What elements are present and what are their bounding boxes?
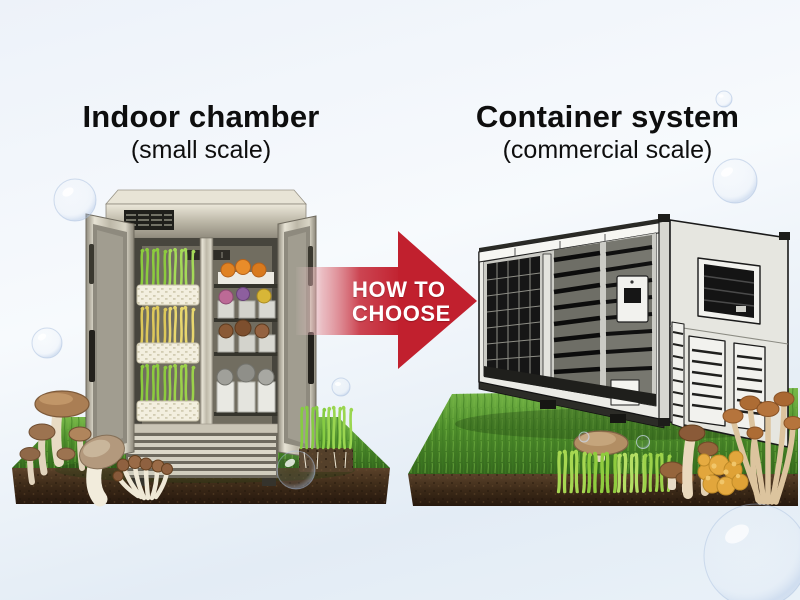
soap-bubble [712,158,758,204]
right-door-open [277,215,317,459]
left-panel-subtitle: (small scale) [130,136,272,164]
grow-rack-bay-3 [605,235,653,406]
soap-bubble [331,377,351,397]
how-to-choose-arrow [296,231,477,369]
right-panel-title: Container system [475,99,740,134]
oyster-mushroom [79,434,125,507]
sprout-baskets [136,247,200,422]
louver-vent-center [688,335,726,427]
top-vent-grille [124,210,174,230]
soap-bubble [53,178,97,222]
soap-bubble [636,435,650,449]
left-flora [19,390,355,507]
arrow-label: HOW TO CHOOSE [352,278,451,326]
right-panel-subtitle: (commercial scale) [502,136,713,164]
indoor-chamber-illustration [85,189,317,486]
left-panel-title-block: Indoor chamber (small scale) [56,99,346,165]
base-louver-grille [126,433,278,478]
arrow-label-line1: HOW TO [352,277,446,302]
right-flora [556,391,800,505]
arrow-label-line2: CHOOSE [352,301,451,326]
arrow-shaft [296,267,400,335]
grow-rack-bay-2 [553,243,601,392]
end-window-vent [697,257,761,325]
left-panel-title: Indoor chamber [82,99,320,134]
container-illustration [478,214,790,448]
soap-bubble [578,431,590,443]
soap-bubble [276,450,316,490]
soap-bubble [703,503,800,600]
left-door-open [85,213,135,463]
right-panel-title-block: Container system (commercial scale) [450,99,765,165]
louver-vent-left [671,321,685,429]
soap-bubbles [31,90,800,600]
mushroom-shelves [214,259,278,416]
shimeji-cluster [112,455,173,501]
coral-fungus [697,450,749,496]
brown-mushroom-cluster [19,390,92,485]
soap-bubble [715,90,733,108]
grow-rack-bay-1 [486,256,541,378]
soap-bubble [31,327,63,359]
arrow-head [398,231,477,369]
honey-mushroom-cluster [722,391,800,505]
